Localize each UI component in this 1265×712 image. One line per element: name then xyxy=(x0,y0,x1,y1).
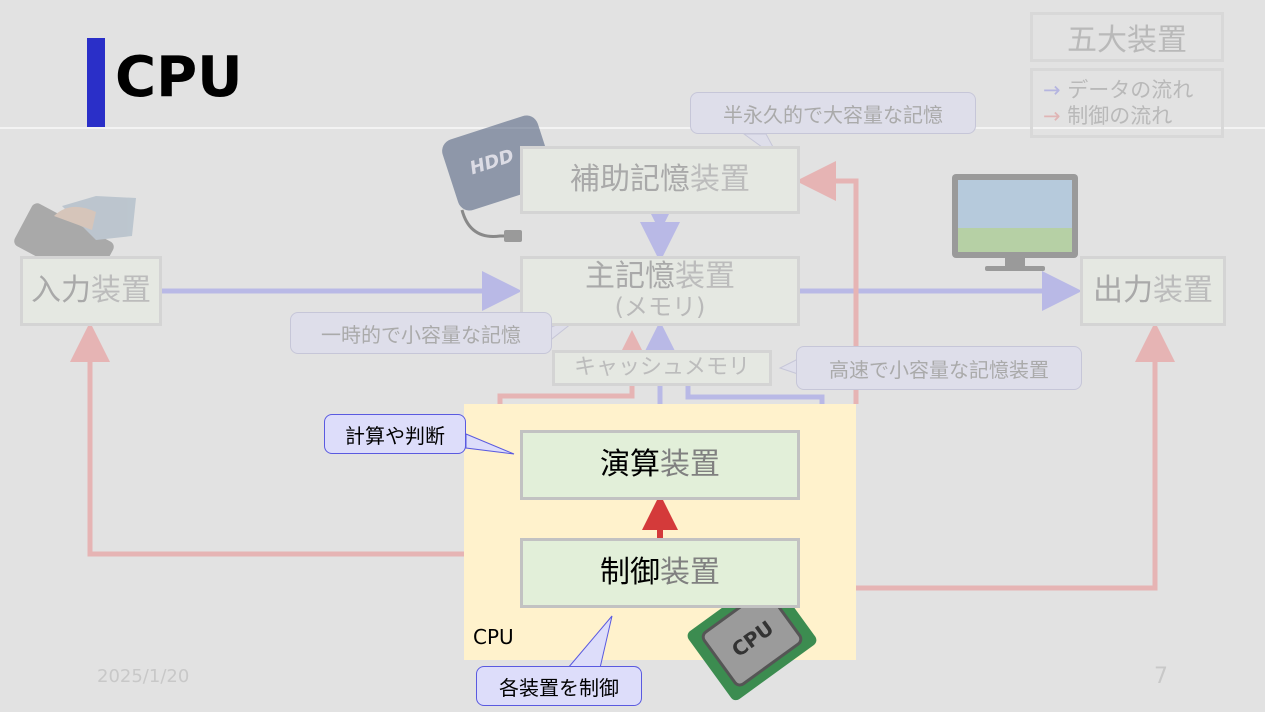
control-unit-suffix: 装置 xyxy=(660,554,720,590)
cache-memory-label: キャッシュメモリ xyxy=(573,355,750,381)
blue-arrow-icon: → xyxy=(1043,78,1061,102)
arithmetic-unit-suffix: 装置 xyxy=(660,446,720,482)
page-number: 7 xyxy=(1154,664,1168,689)
legend-title: 五大装置 xyxy=(1030,12,1224,62)
cache-memory-callout: 高速で小容量な記憶装置 xyxy=(796,346,1082,390)
control-callout-tail xyxy=(566,615,613,669)
cpu-label: CPU xyxy=(473,625,514,649)
title-accent-bar xyxy=(87,38,105,128)
arithmetic-unit-callout: 計算や判断 xyxy=(324,414,466,454)
page-title: CPU xyxy=(115,45,243,110)
arithmetic-unit-label: 演算 xyxy=(600,446,660,482)
legend: → データの流れ → 制御の流れ xyxy=(1030,68,1224,138)
control-unit-label: 制御 xyxy=(600,554,660,590)
title-divider xyxy=(0,127,1265,129)
input-device-suffix: 装置 xyxy=(91,272,151,308)
legend-control-flow: → 制御の流れ xyxy=(1043,103,1221,129)
input-device-box: 入力装置 xyxy=(20,256,162,326)
slide-date: 2025/1/20 xyxy=(97,666,190,687)
auxiliary-storage-box: 補助記憶装置 xyxy=(520,146,800,214)
output-device-suffix: 装置 xyxy=(1153,272,1213,308)
legend-data-flow-label: データの流れ xyxy=(1067,78,1194,102)
legend-control-flow-label: 制御の流れ xyxy=(1067,104,1173,128)
output-device-label: 出力 xyxy=(1093,272,1153,308)
control-to-input-arrow xyxy=(70,322,464,557)
red-arrow-icon: → xyxy=(1043,104,1061,128)
auxiliary-storage-callout: 半永久的で大容量な記憶 xyxy=(690,92,976,134)
input-device-label: 入力 xyxy=(31,272,91,308)
main-memory-subtitle: (メモリ) xyxy=(614,293,706,322)
main-memory-label: 主記憶 xyxy=(585,258,675,294)
auxiliary-storage-label: 補助記憶 xyxy=(570,161,690,197)
monitor-illustration xyxy=(952,174,1078,271)
cache-cpu-blue-right xyxy=(685,385,825,404)
cache-memory-box: キャッシュメモリ xyxy=(552,350,772,386)
main-memory-callout: 一時的で小容量な記憶 xyxy=(290,312,552,354)
control-unit-box: 制御装置 xyxy=(520,538,800,608)
arithmetic-unit-box: 演算装置 xyxy=(520,430,800,500)
control-to-aux-arrow xyxy=(796,161,859,404)
main-memory-box: 主記憶装置 (メモリ) xyxy=(520,256,800,326)
auxiliary-storage-suffix: 装置 xyxy=(690,161,750,197)
control-to-output-arrow xyxy=(856,322,1175,591)
output-device-box: 出力装置 xyxy=(1080,256,1226,326)
legend-data-flow: → データの流れ xyxy=(1043,77,1221,103)
control-unit-callout: 各装置を制御 xyxy=(476,666,642,706)
alu-callout-tail xyxy=(465,433,515,455)
main-memory-suffix: 装置 xyxy=(675,258,735,294)
